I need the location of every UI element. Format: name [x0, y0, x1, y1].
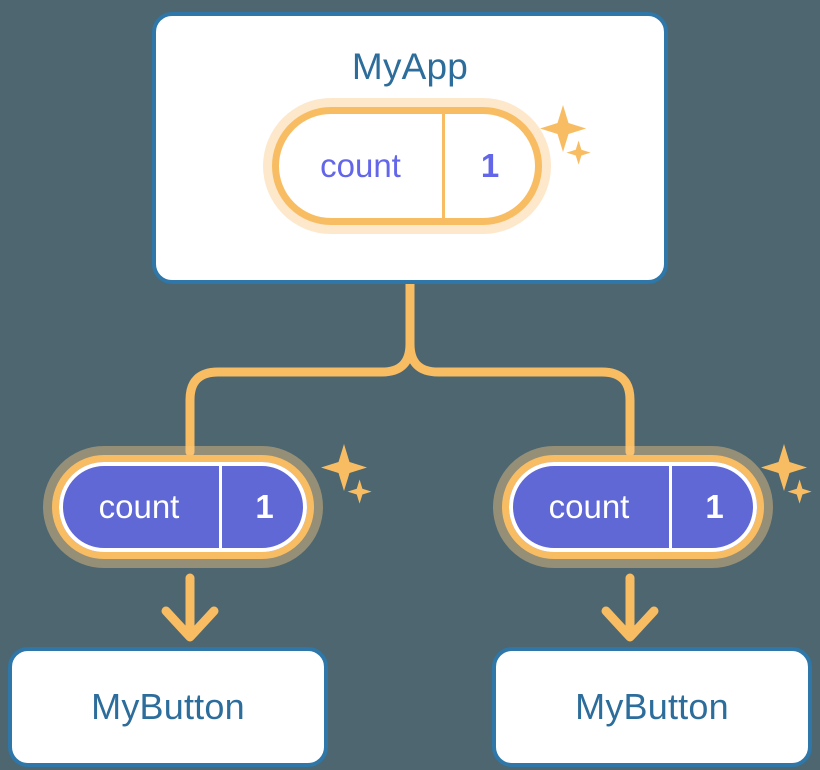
- state-pill-body: count 1: [52, 455, 314, 559]
- fork-line: [185, 279, 415, 457]
- state-pill-app[interactable]: count 1: [272, 107, 542, 225]
- arrow-down-icon-left: [161, 573, 219, 642]
- state-pill-body: count 1: [502, 455, 764, 559]
- state-pill-right[interactable]: count 1: [502, 455, 764, 559]
- button-card-right[interactable]: MyButton: [492, 647, 812, 767]
- button-card-left[interactable]: MyButton: [8, 647, 328, 767]
- sparkle-icon-right: [760, 442, 818, 514]
- state-pill-body: count 1: [272, 107, 542, 225]
- state-pill-key: count: [98, 488, 180, 525]
- button-card-left-title: MyButton: [91, 686, 245, 727]
- app-card-title: MyApp: [351, 46, 469, 87]
- fork-line-right: [405, 279, 635, 457]
- state-pill-value: 1: [669, 462, 757, 552]
- arrow-down-icon-right: [601, 573, 659, 642]
- state-pill-key: count: [320, 147, 401, 184]
- state-pill-value: 1: [442, 114, 535, 218]
- state-pill-left[interactable]: count 1: [52, 455, 314, 559]
- state-pill-value: 1: [219, 462, 307, 552]
- sparkle-icon-left: [320, 442, 378, 514]
- state-pill-key: count: [548, 488, 630, 525]
- button-card-right-title: MyButton: [575, 686, 729, 727]
